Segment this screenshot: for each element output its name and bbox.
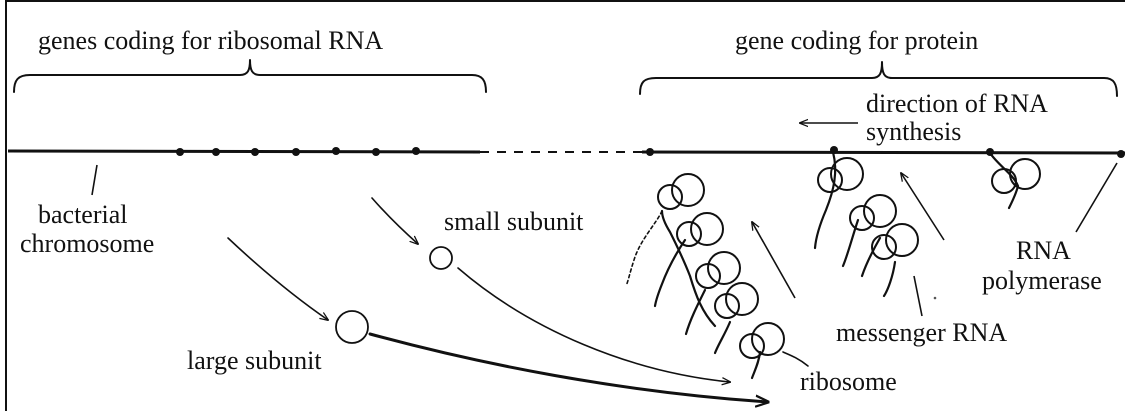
mrna-motion-arrow bbox=[901, 173, 945, 241]
mrna-strand bbox=[660, 209, 717, 328]
direction-label-line2: synthesis bbox=[866, 117, 961, 146]
large-subunit-arrow bbox=[227, 237, 328, 320]
gene-dot bbox=[212, 148, 220, 156]
mrna-motion-arrow bbox=[752, 222, 796, 299]
ribosome-leader-line bbox=[782, 351, 809, 367]
protein-gene-label: gene coding for protein bbox=[735, 26, 978, 55]
gene-dot bbox=[176, 148, 184, 156]
gene-dot bbox=[372, 148, 380, 156]
rna-polymerase-label-line1: RNA bbox=[1016, 236, 1071, 265]
rna-polymerase-label-line2: polymerase bbox=[982, 266, 1102, 295]
ribosome-icon bbox=[676, 212, 724, 247]
large-subunit-path-arrow bbox=[368, 332, 768, 402]
rrna-genes-label: genes coding for ribosomal RNA bbox=[38, 26, 383, 55]
mrna-strand bbox=[684, 288, 707, 336]
ribosome-icon bbox=[849, 194, 897, 231]
ribosome-icon bbox=[991, 158, 1041, 194]
ribosome-icon bbox=[871, 223, 919, 260]
protein-gene-brace bbox=[639, 61, 1118, 97]
gene-dot bbox=[332, 147, 340, 155]
small-subunit-arrow bbox=[371, 197, 418, 244]
rna-polymerase-leader-line bbox=[1075, 162, 1118, 233]
chromosome-line-rrna bbox=[7, 149, 481, 154]
mrna-strand bbox=[653, 238, 687, 308]
mrna-strand bbox=[860, 236, 882, 278]
small-subunit-label: small subunit bbox=[444, 207, 584, 236]
mrna-strand bbox=[882, 260, 897, 298]
chromosome-label-line2: chromosome bbox=[20, 229, 154, 258]
gene-dot bbox=[412, 147, 420, 155]
gene-dot bbox=[646, 148, 654, 156]
chromosome-leader-line bbox=[91, 164, 98, 196]
ribosome-icon bbox=[695, 251, 741, 289]
small-subunit-path-arrow bbox=[457, 267, 730, 382]
ribosome-icon bbox=[739, 322, 785, 359]
large-subunit-label: large subunit bbox=[187, 346, 322, 375]
messenger-rna-leader-line bbox=[913, 275, 923, 317]
ribosome-icon bbox=[817, 157, 864, 193]
gene-dot bbox=[251, 148, 259, 156]
stray-dot bbox=[933, 296, 937, 300]
ribosome-label: ribosome bbox=[800, 367, 897, 396]
chromosome-line-protein bbox=[641, 150, 1125, 155]
small-subunit-icon bbox=[429, 246, 453, 270]
ribosome-icon bbox=[657, 173, 705, 210]
gene-dot bbox=[1117, 150, 1125, 158]
messenger-rna-label: messenger RNA bbox=[836, 318, 1007, 347]
chromosome-label-line1: bacterial bbox=[38, 200, 128, 229]
ribosome-icon bbox=[714, 282, 759, 319]
mrna-strand bbox=[841, 218, 860, 268]
mrna-strand bbox=[988, 151, 1020, 210]
gene-dot bbox=[292, 148, 300, 156]
mrna-strand-tail bbox=[625, 210, 663, 287]
mrna-strand bbox=[713, 320, 732, 355]
direction-label-line1: direction of RNA bbox=[866, 89, 1048, 118]
large-subunit-icon bbox=[335, 310, 369, 344]
rrna-genes-brace bbox=[13, 59, 487, 93]
